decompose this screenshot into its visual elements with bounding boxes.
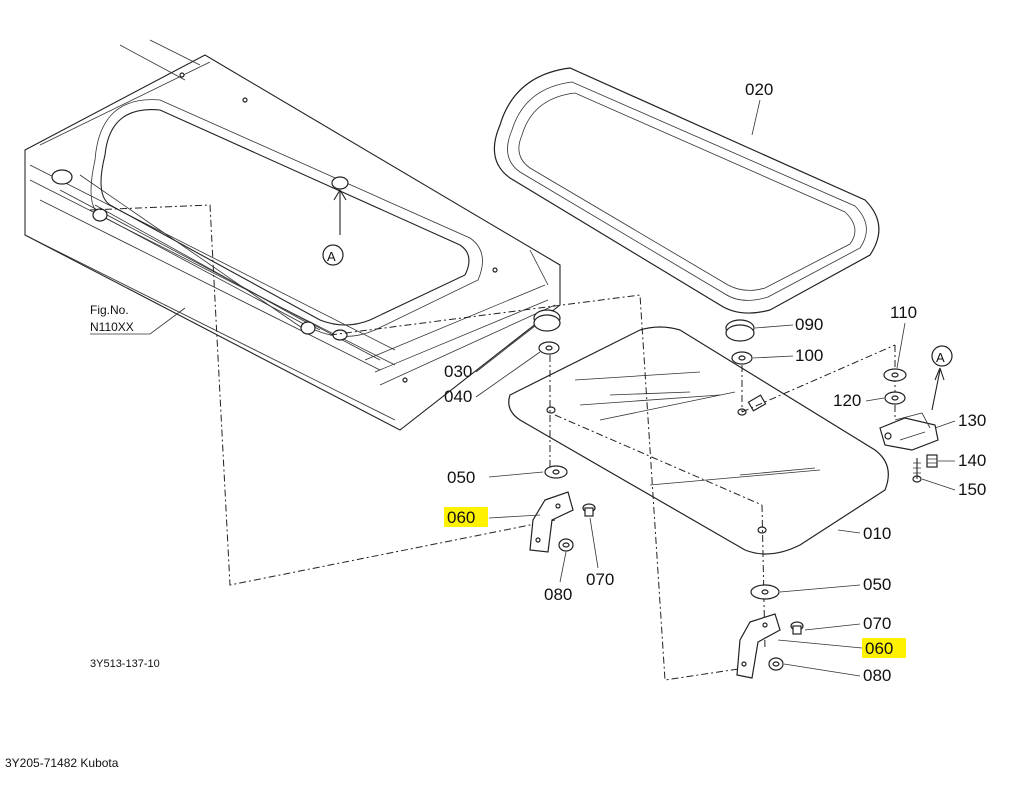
part-070-bolt-left — [582, 503, 596, 517]
part-030-grommet — [533, 309, 561, 332]
arrow-a-latch — [931, 369, 941, 411]
callout-070-right: 070 — [863, 614, 891, 633]
drawing-code: 3Y513-137-10 — [90, 658, 160, 670]
part-060-bracket-left — [529, 491, 574, 553]
part-040-washer — [538, 341, 560, 355]
callout-050-right: 050 — [863, 575, 891, 594]
ref-marker-a-latch: A — [931, 345, 953, 367]
leader-080-right — [783, 663, 861, 677]
callout-100: 100 — [795, 346, 823, 365]
part-050-washer-right — [750, 584, 780, 600]
leader-070-left — [589, 517, 599, 569]
part-020-seal — [493, 67, 880, 314]
callout-080-right: 080 — [863, 666, 891, 685]
leader-120 — [865, 397, 885, 402]
leader-150 — [921, 478, 956, 491]
leader-060-right — [777, 639, 863, 649]
part-110-washer — [883, 368, 907, 382]
leader-020 — [751, 99, 761, 136]
leader-080-left — [559, 551, 567, 583]
callout-130: 130 — [958, 411, 986, 430]
leader-060-left — [488, 514, 541, 519]
callout-030: 030 — [444, 362, 472, 381]
ref-marker-label: A — [327, 249, 336, 264]
highlight-060-left — [444, 507, 488, 527]
leader-100 — [752, 355, 794, 359]
roof-panel — [24, 39, 561, 431]
callout-060-right: 060 — [865, 639, 893, 658]
callout-120: 120 — [833, 391, 861, 410]
leader-070-right — [804, 623, 861, 631]
leader-050-left — [488, 471, 544, 478]
fig-no-leader — [90, 307, 186, 335]
part-130-latch — [879, 412, 939, 451]
callout-140: 140 — [958, 451, 986, 470]
callout-110: 110 — [890, 303, 917, 322]
callout-090: 090 — [795, 315, 823, 334]
callout-080-left: 080 — [544, 585, 572, 604]
fig-no-label: Fig.No. — [90, 303, 129, 317]
part-070-bolt-right — [790, 621, 804, 635]
callout-150: 150 — [958, 480, 986, 499]
part-080-nut-left — [558, 538, 574, 552]
callout-040: 040 — [444, 387, 472, 406]
part-080-nut-right — [768, 657, 784, 671]
leader-040 — [475, 351, 541, 398]
leader-010 — [837, 529, 861, 534]
callout-020: 020 — [745, 80, 773, 99]
leader-050-right — [779, 584, 861, 593]
fig-no-value: N110XX — [90, 320, 134, 334]
leader-030 — [475, 325, 536, 373]
leader-130 — [934, 420, 956, 429]
callout-050-left: 050 — [447, 468, 475, 487]
leader-110 — [896, 322, 906, 369]
part-060-bracket-right — [736, 613, 781, 679]
footer-caption: 3Y205-71482 Kubota — [5, 756, 119, 770]
part-090-grommet — [725, 319, 755, 342]
callout-010: 010 — [863, 524, 891, 543]
part-010-glass — [508, 326, 889, 555]
part-050-washer-left — [544, 465, 568, 479]
arrow-a-latch-head — [934, 367, 945, 381]
leader-090 — [754, 324, 794, 329]
part-100-washer — [731, 351, 753, 365]
part-140-screw — [926, 454, 938, 468]
ref-marker-label: A — [936, 350, 945, 365]
highlight-060-right — [862, 638, 906, 658]
ref-marker-a-roof: A — [322, 244, 344, 266]
part-150-screw — [912, 458, 922, 483]
callout-060-left: 060 — [447, 508, 475, 527]
part-120-washer — [884, 391, 906, 405]
callout-070-left: 070 — [586, 570, 614, 589]
